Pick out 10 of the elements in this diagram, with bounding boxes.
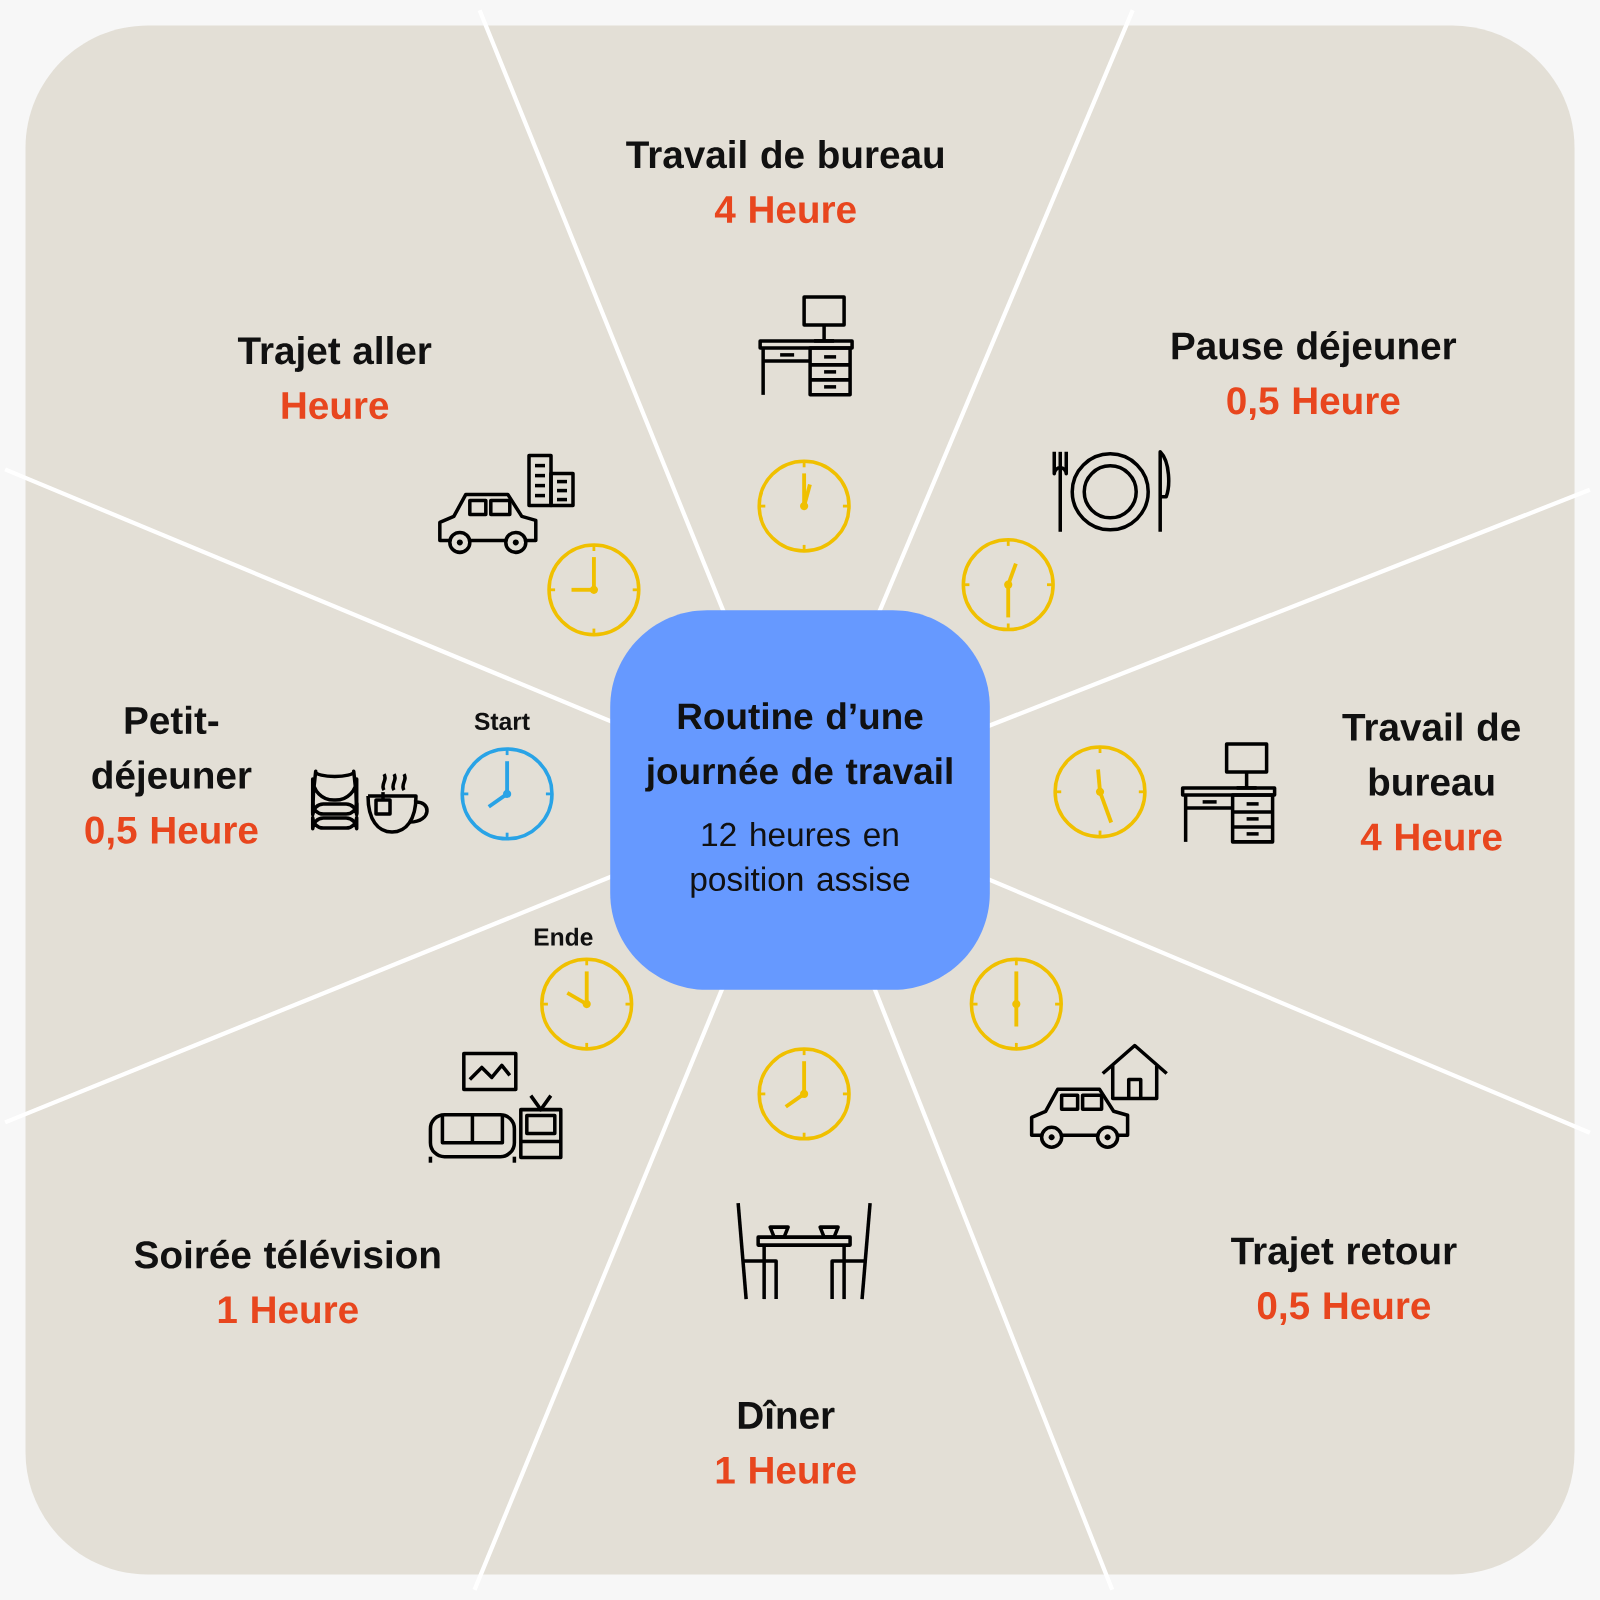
activity-label: Pause déjeuner 0,5 Heure (1172, 330, 1457, 421)
center-box: Routine d’une journée de travail 12 heures en position assise (610, 610, 990, 990)
activity-label: Dîner 1 Heure (716, 1399, 856, 1484)
activity-label: Soirée télévision 1 Heure (134, 1239, 440, 1324)
activity-label: Travail de bureau 4 Heure (1342, 712, 1520, 851)
activity-label: Trajet aller Heure (237, 336, 432, 420)
activity-label: Travail de bureau 4 Heure (626, 140, 944, 224)
start-label: Start (474, 712, 530, 731)
activity-label: Trajet retour 0,5 Heure (1231, 1236, 1457, 1326)
activity-label: Petit-déjeuner 0,5 Heure (85, 705, 258, 850)
